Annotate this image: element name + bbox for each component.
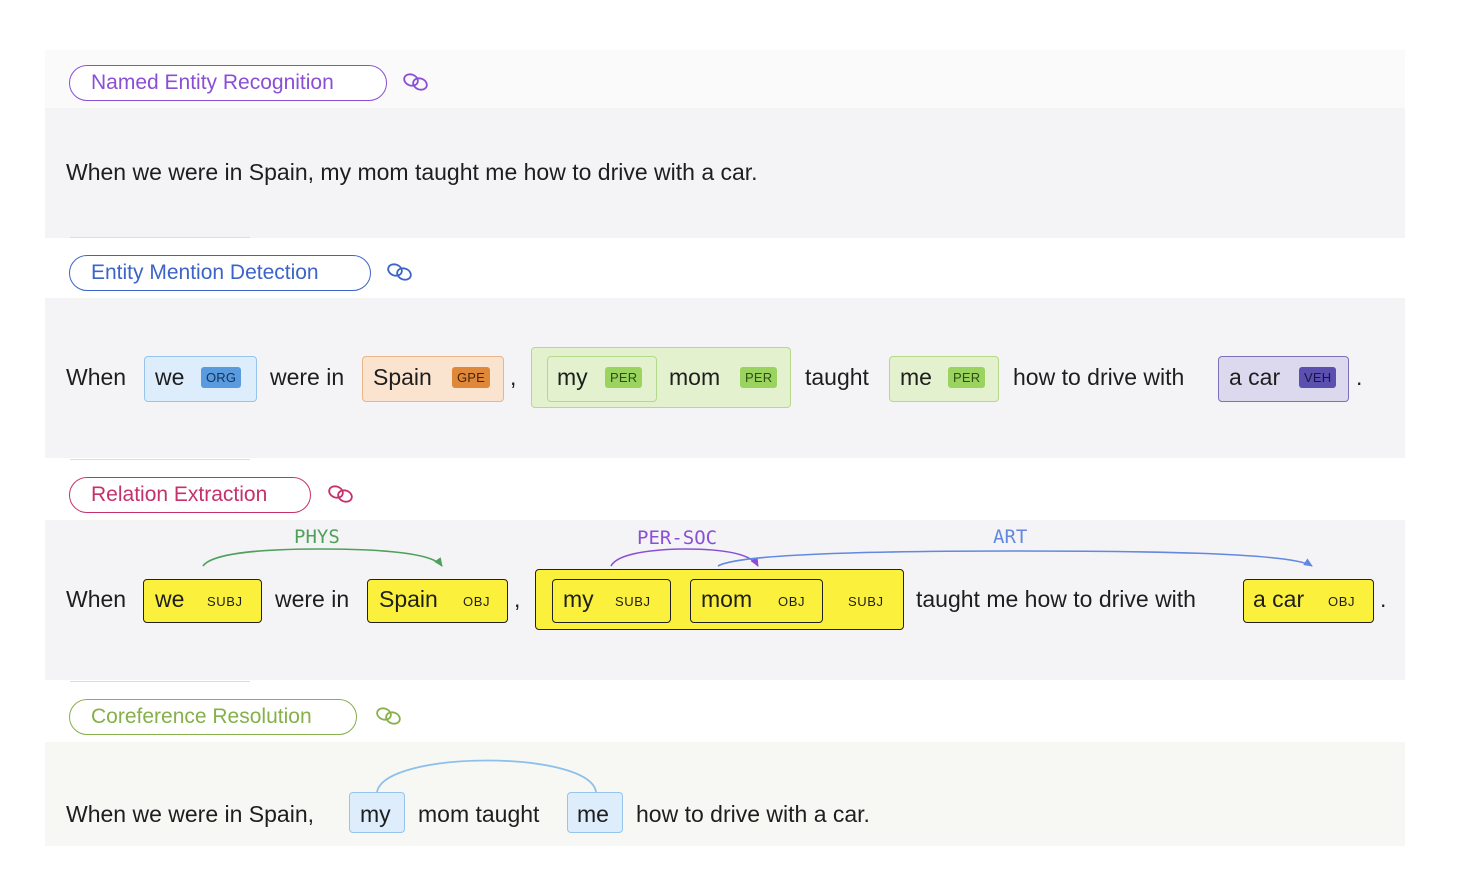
- entity-text: we: [155, 586, 185, 612]
- role-label: OBJ: [778, 594, 806, 609]
- word: were in: [270, 364, 345, 390]
- word: When we were in Spain,: [66, 801, 315, 827]
- entity-label: ORG: [201, 367, 242, 388]
- arc-per-soc: [610, 548, 759, 567]
- entity-spain[interactable]: [362, 356, 504, 402]
- ner-title-pill[interactable]: Named Entity Recognition: [69, 65, 387, 101]
- word: were in: [275, 586, 350, 612]
- ner-sentence: When we were in Spain, my mom taught me …: [66, 159, 758, 185]
- role-label: OBJ: [463, 594, 491, 609]
- entity-text: a car: [1229, 364, 1281, 390]
- word: When: [66, 364, 127, 390]
- entity-label: PER: [605, 367, 643, 388]
- word: ,: [514, 586, 521, 612]
- link-icon[interactable]: [374, 706, 404, 726]
- word: how to drive with: [1013, 364, 1185, 390]
- mention-text: my: [360, 801, 391, 827]
- emd-title-pill[interactable]: Entity Mention Detection: [69, 255, 371, 291]
- mention-text: me: [577, 801, 609, 827]
- entity-text: mom: [701, 586, 753, 612]
- divider: [70, 459, 250, 460]
- entity-text: we: [155, 364, 185, 390]
- divider: [70, 237, 250, 238]
- coref-mention-my[interactable]: [349, 792, 405, 833]
- role-label: SUBJ: [615, 594, 651, 609]
- role-label: SUBJ: [207, 594, 243, 609]
- entity-text: my: [557, 364, 588, 390]
- re-title-pill[interactable]: Relation Extraction: [69, 477, 311, 513]
- arc-phys: [202, 548, 443, 567]
- relation-label-phys: PHYS: [294, 526, 340, 548]
- entity-label: PER: [740, 367, 778, 388]
- entity-label: VEH: [1299, 367, 1337, 388]
- relation-label-per-soc: PER-SOC: [637, 527, 718, 549]
- entity-text: a car: [1253, 586, 1305, 612]
- word: ,: [510, 364, 517, 390]
- word: When: [66, 586, 127, 612]
- coref-title-pill[interactable]: Coreference Resolution: [69, 699, 357, 735]
- link-icon[interactable]: [326, 484, 356, 504]
- relation-arg-we[interactable]: [143, 579, 262, 623]
- role-label: SUBJ: [848, 594, 884, 609]
- entity-text: Spain: [379, 586, 438, 612]
- entity-label: GPE: [452, 367, 491, 388]
- word: .: [1356, 364, 1363, 390]
- relation-arg-mom[interactable]: [690, 579, 823, 623]
- entity-mom-text: mom: [669, 364, 721, 390]
- arc-art: [717, 550, 1313, 567]
- entity-text: my: [563, 586, 594, 612]
- entity-text: Spain: [373, 364, 432, 390]
- word: mom taught: [418, 801, 540, 827]
- coref-panel: [45, 742, 1405, 846]
- relation-arg-car[interactable]: [1243, 579, 1374, 623]
- word: how to drive with a car.: [636, 801, 870, 827]
- relation-arg-spain[interactable]: [367, 579, 508, 623]
- ner-panel: [45, 108, 1405, 238]
- entity-label: PER: [948, 367, 986, 388]
- link-icon[interactable]: [401, 72, 431, 92]
- word: taught: [805, 364, 869, 390]
- relation-arg-my[interactable]: [552, 579, 671, 623]
- coref-mention-me[interactable]: [567, 792, 623, 833]
- divider: [70, 681, 250, 682]
- word: taught me how to drive with: [916, 586, 1196, 612]
- link-icon[interactable]: [385, 262, 415, 282]
- role-label: OBJ: [1328, 594, 1356, 609]
- entity-text: me: [900, 364, 932, 390]
- word: .: [1380, 586, 1387, 612]
- relation-label-art: ART: [993, 526, 1028, 548]
